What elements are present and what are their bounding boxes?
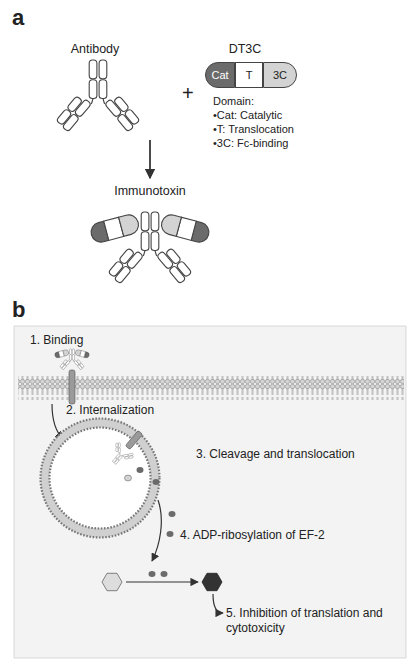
catalytic-fragment [161,571,168,577]
panel-background [14,326,406,658]
panel-letter: b [12,298,25,322]
domain-label: Cat [206,63,234,87]
component-group: Immunotoxin [70,178,230,296]
endosome-outer-leaflet [41,419,160,538]
annotation-text: 3. Cleavage and translocation [196,447,355,462]
panel-letter: a [12,6,24,30]
domain-box: Cat [205,62,235,88]
translocation-arrow [152,500,161,561]
domain-label: 3C [264,63,296,87]
domain-box: T [235,62,263,88]
endosome [45,423,155,533]
cell-membrane [18,376,404,400]
fc-binding-fragment [125,475,132,481]
catalytic-fragment [137,467,144,473]
annotation-text: + [182,86,194,101]
antibody-drawing [55,60,140,132]
catalytic-fragment [153,479,160,485]
bound-immunotoxin [54,349,90,370]
annotation-text: •Cat: Catalytic [213,108,282,123]
endosome-inner-leaflet [50,428,151,529]
annotation-text: •3C: Fc-binding [213,136,288,151]
annotation-text: 5. Inhibition of translation and cytotox… [226,606,398,636]
immunotoxin-drawing [89,212,211,284]
ef2-active [102,573,122,590]
annotation-text: 2. Internalization [66,403,154,418]
endosome-receptor [125,430,142,449]
assembly-arrow [149,140,150,178]
ef2-inactive [202,573,222,590]
receptor [69,370,75,404]
component-heading: Immunotoxin [70,184,230,199]
ribosylation-arrow [126,581,198,582]
domain-box: 3C [263,62,297,88]
component-heading: DT3C [195,42,295,57]
inhibition-arrow [213,594,223,613]
annotation-text: 1. Binding [30,333,83,348]
catalytic-fragment [167,531,174,537]
catalytic-fragment [149,571,156,577]
endosome-antibody [105,441,135,471]
catalytic-fragment [169,511,176,517]
assembly-arrow [149,140,150,178]
component-heading: Antibody [40,42,150,57]
annotation-text: •T: Translocation [213,122,294,137]
domain-label: T [236,63,262,87]
annotation-text: Domain: [213,94,254,109]
component-group: Antibody [40,38,150,140]
annotation-text: 4. ADP-ribosylation of EF-2 [180,528,325,543]
